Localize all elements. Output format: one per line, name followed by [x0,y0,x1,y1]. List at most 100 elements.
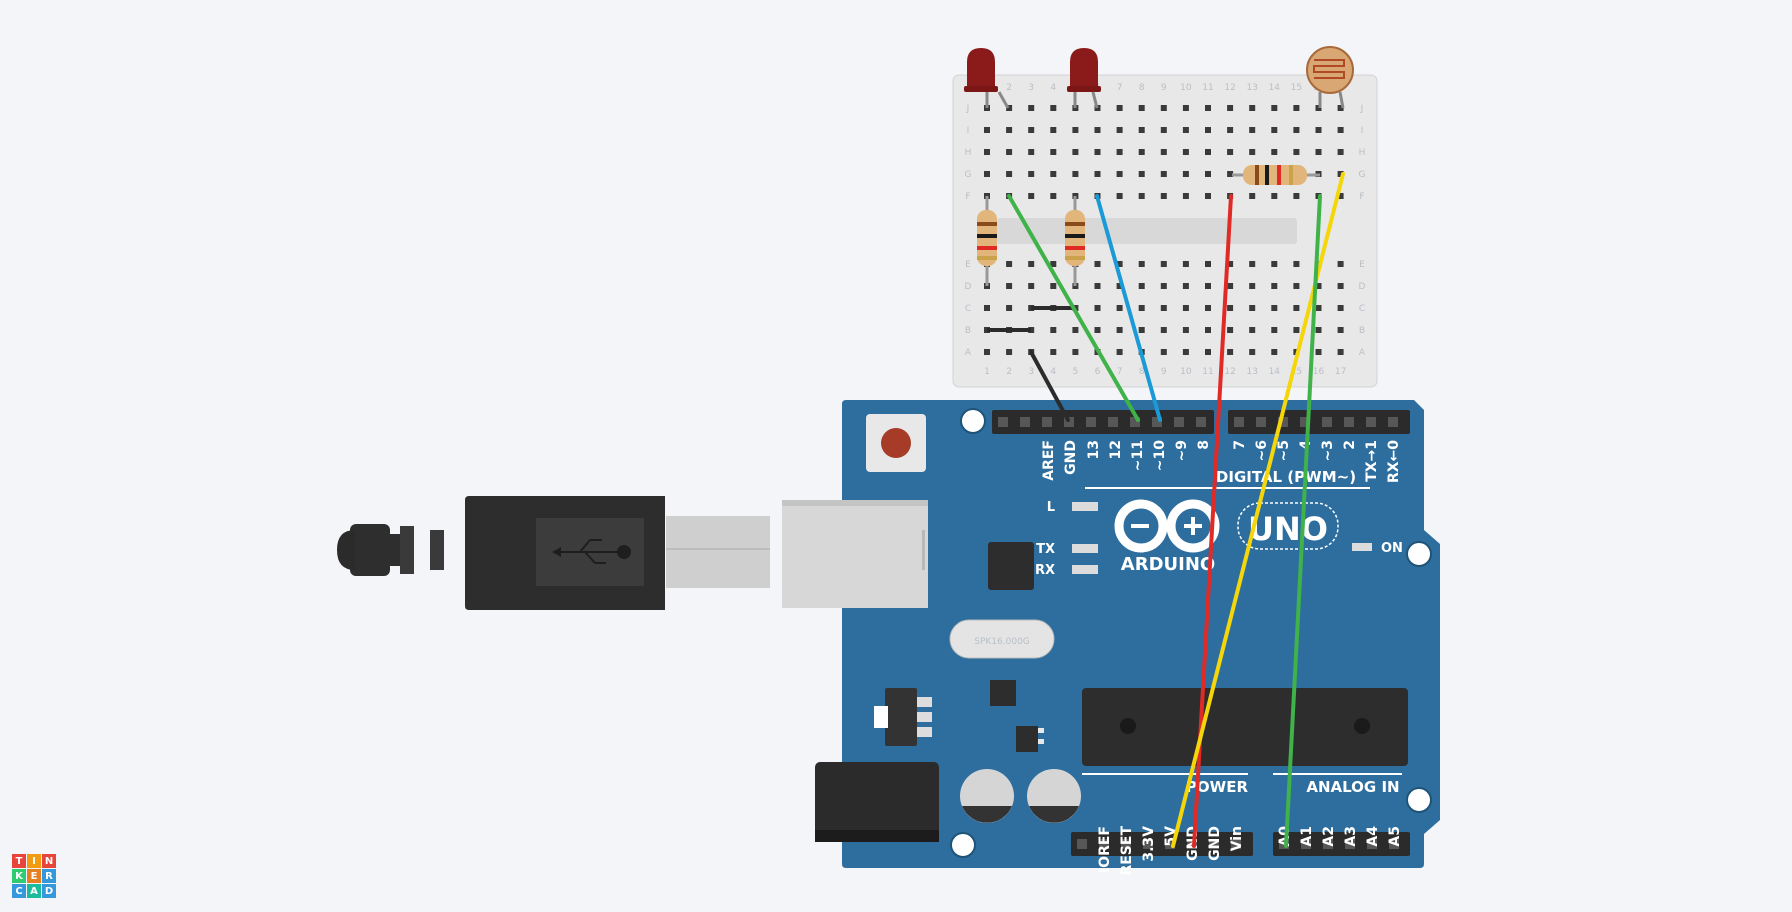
breadboard-hole[interactable] [1249,283,1256,289]
green-wire-a0[interactable] [1284,194,1322,848]
breadboard-hole[interactable] [1160,193,1167,199]
header-pin[interactable] [1020,417,1030,427]
header-power[interactable] [1071,832,1410,856]
breadboard-hole[interactable] [1050,261,1057,267]
breadboard-hole[interactable] [1315,127,1322,133]
breadboard-hole[interactable] [1050,171,1057,177]
breadboard-hole[interactable] [1094,105,1101,111]
breadboard-hole[interactable] [1271,149,1278,155]
breadboard-hole[interactable] [1182,127,1189,133]
breadboard-hole[interactable] [1050,349,1057,355]
breadboard-hole[interactable] [1205,171,1211,177]
header-pin[interactable] [1187,839,1197,849]
breadboard-hole[interactable] [1205,127,1211,133]
breadboard-hole[interactable] [1337,127,1344,133]
header-pin[interactable] [1344,417,1354,427]
breadboard-hole[interactable] [1227,127,1234,133]
breadboard-hole[interactable] [1337,327,1344,333]
breadboard-hole[interactable] [1337,305,1344,311]
header-pin[interactable] [1165,839,1175,849]
breadboard-hole[interactable] [1205,149,1211,155]
breadboard-hole[interactable] [1337,149,1344,155]
breadboard-hole[interactable] [1094,171,1101,177]
led-1[interactable] [964,48,1010,109]
header-pin[interactable] [1143,839,1153,849]
breadboard-hole[interactable] [1138,261,1145,267]
breadboard-hole[interactable] [1227,305,1234,311]
header-pin[interactable] [1121,839,1131,849]
breadboard-hole[interactable] [1138,327,1145,333]
breadboard-hole[interactable] [984,171,990,177]
breadboard-hole[interactable] [1028,171,1035,177]
breadboard-hole[interactable] [1227,105,1234,111]
breadboard-hole[interactable] [1337,193,1344,199]
header-pin[interactable] [1279,839,1289,849]
green-wire-pin11[interactable] [1007,194,1140,422]
breadboard-hole[interactable] [1337,105,1344,111]
breadboard-hole[interactable] [1006,261,1013,267]
breadboard-hole[interactable] [1249,193,1256,199]
resistor-r2[interactable] [1065,196,1085,286]
breadboard-hole[interactable] [1315,149,1322,155]
breadboard-hole[interactable] [1116,127,1123,133]
header-pin[interactable] [1099,839,1109,849]
breadboard-hole[interactable] [1094,127,1101,133]
breadboard-hole[interactable] [1227,349,1234,355]
breadboard-hole[interactable] [1249,305,1256,311]
header-pin[interactable] [1152,417,1162,427]
breadboard-hole[interactable] [1138,127,1145,133]
breadboard-hole[interactable] [1249,105,1256,111]
breadboard-hole[interactable] [1227,149,1234,155]
breadboard-hole[interactable] [1205,305,1211,311]
breadboard-hole[interactable] [1293,283,1300,289]
breadboard-hole[interactable] [1116,305,1123,311]
header-pin[interactable] [1323,839,1333,849]
header-pin[interactable] [1209,839,1219,849]
breadboard-hole[interactable] [1116,327,1123,333]
breadboard-hole[interactable] [1050,105,1057,111]
resistor-r1[interactable] [977,196,997,286]
breadboard-hole[interactable] [1160,349,1167,355]
breadboard-hole[interactable] [1116,193,1123,199]
breadboard-hole[interactable] [1271,105,1278,111]
tinkercad-logo[interactable]: T I N K E R C A D [12,854,56,898]
breadboard-hole[interactable] [1138,149,1145,155]
header-pin[interactable] [998,417,1008,427]
breadboard-hole[interactable] [1227,171,1234,177]
header-pin[interactable] [1388,417,1398,427]
header-pin[interactable] [1042,417,1052,427]
breadboard-hole[interactable] [1293,327,1300,333]
breadboard-hole[interactable] [1050,283,1057,289]
breadboard-hole[interactable] [1028,327,1035,333]
breadboard-hole[interactable] [1337,171,1344,177]
breadboard-hole[interactable] [1116,171,1123,177]
breadboard-hole[interactable] [1006,171,1013,177]
breadboard-hole[interactable] [1271,283,1278,289]
header-pin[interactable] [1196,417,1206,427]
header-pin[interactable] [1278,417,1288,427]
breadboard-hole[interactable] [1028,127,1035,133]
arduino-uno-board[interactable]: SPK16.000G DIGITAL (PWM~) POWER ANALOG I… [782,400,1440,876]
breadboard-hole[interactable] [1116,283,1123,289]
breadboard-hole[interactable] [1293,193,1300,199]
breadboard-hole[interactable] [1116,149,1123,155]
breadboard-hole[interactable] [1028,283,1035,289]
breadboard-hole[interactable] [1182,171,1189,177]
breadboard-hole[interactable] [1028,261,1035,267]
breadboard-hole[interactable] [1094,149,1101,155]
breadboard-hole[interactable] [1293,127,1300,133]
header-pin[interactable] [1231,839,1241,849]
resistor-r3[interactable] [1232,165,1320,185]
header-pin[interactable] [1300,417,1310,427]
breadboard-hole[interactable] [1006,105,1013,111]
breadboard-hole[interactable] [1271,193,1278,199]
header-pin[interactable] [1345,839,1355,849]
breadboard-hole[interactable] [1293,305,1300,311]
breadboard-hole[interactable] [1050,127,1057,133]
photoresistor[interactable] [1306,46,1354,109]
breadboard-hole[interactable] [1315,283,1322,289]
breadboard-hole[interactable] [1271,305,1278,311]
breadboard-hole[interactable] [1205,349,1211,355]
breadboard-hole[interactable] [984,127,990,133]
